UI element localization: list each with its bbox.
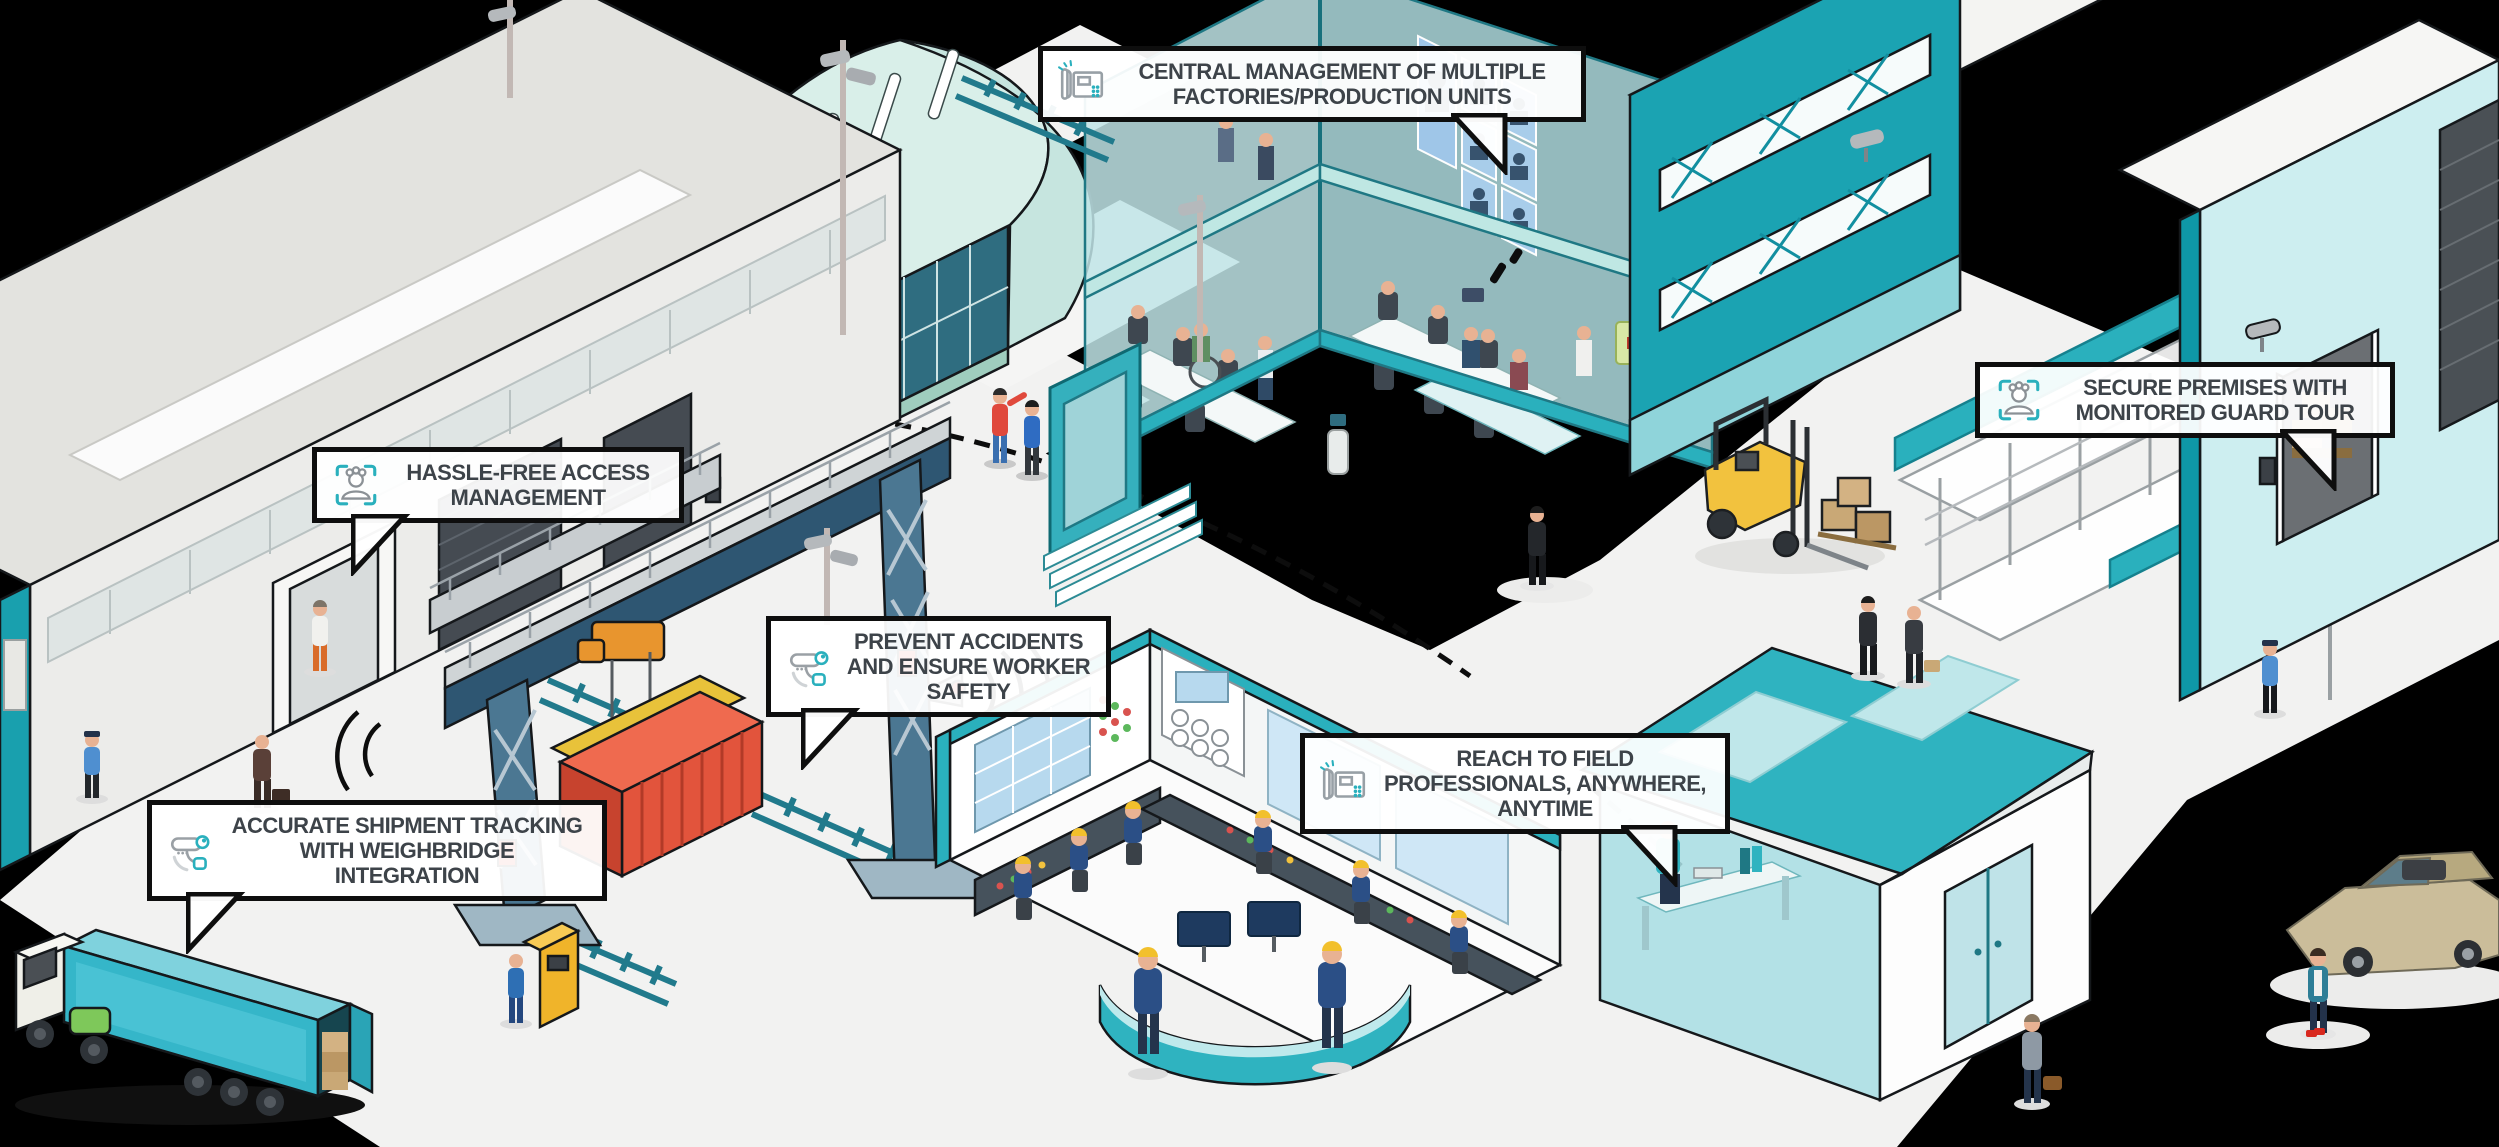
person-gray-suit xyxy=(2014,1014,2062,1110)
callout-central-management: CENTRAL MANAGEMENT OF MULTIPLE FACTORIES… xyxy=(1038,46,1586,176)
person-guard-left xyxy=(76,731,108,804)
standing-supervisors xyxy=(1128,941,1352,1080)
cctv-pole xyxy=(487,0,517,98)
car xyxy=(2285,850,2499,977)
callout-accurate-shipment-tracking: ACCURATE SHIPMENT TRACKING WITH WEIGHBRI… xyxy=(147,800,607,955)
callout-reach-field-professionals: REACH TO FIELD PROFESSIONALS, ANYWHERE, … xyxy=(1300,733,1730,888)
cctv-pole xyxy=(820,40,876,335)
callout-text: HASSLE-FREE ACCESS MANAGEMENT xyxy=(406,460,650,511)
callout-text: REACH TO FIELD PROFESSIONALS, ANYWHERE, … xyxy=(1383,746,1707,822)
office-entrance xyxy=(1043,341,1203,608)
telepresence-robot xyxy=(1327,414,1349,475)
control-room-operators xyxy=(1014,801,1468,974)
person-businessman-pair-2 xyxy=(1897,606,1940,689)
forklift xyxy=(1695,396,1897,574)
desk-phone-icon xyxy=(1319,759,1369,809)
cctv-camera-icon xyxy=(785,642,835,692)
shipping-container xyxy=(557,690,765,879)
cctv-pole xyxy=(803,528,858,625)
person-visitor-at-door xyxy=(304,600,336,677)
person-red-shirt xyxy=(984,388,1027,469)
callout-prevent-accidents: PREVENT ACCIDENTS AND ENSURE WORKER SAFE… xyxy=(766,616,1111,771)
field-office-door xyxy=(1943,842,2034,1051)
face-scan-icon xyxy=(1994,375,2044,425)
person-businessman-pair-1 xyxy=(1851,596,1885,681)
center-desk-monitors xyxy=(1177,901,1301,962)
callout-text: CENTRAL MANAGEMENT OF MULTIPLE FACTORIES… xyxy=(1138,59,1546,110)
wall-cctv-camera xyxy=(2245,318,2281,352)
weighbridge-kiosk xyxy=(521,921,581,1030)
callout-secure-premises: SECURE PREMISES WITH MONITORED GUARD TOU… xyxy=(1975,362,2395,492)
person-blue-shirt xyxy=(1016,400,1048,481)
person-weighbridge-worker xyxy=(500,954,532,1029)
face-scan-icon xyxy=(331,460,381,510)
wall-cctv-camera xyxy=(1850,129,1884,162)
callout-text: SECURE PREMISES WITH MONITORED GUARD TOU… xyxy=(2075,375,2355,426)
people xyxy=(76,388,2336,1110)
callout-text: ACCURATE SHIPMENT TRACKING WITH WEIGHBRI… xyxy=(231,813,583,889)
cctv-poles xyxy=(487,0,1884,625)
right-factory xyxy=(1627,0,2103,478)
cctv-pole xyxy=(1177,195,1207,362)
person-guard-right xyxy=(2254,640,2286,719)
callout-hassle-free-access: HASSLE-FREE ACCESS MANAGEMENT xyxy=(312,447,684,577)
callout-text: PREVENT ACCIDENTS AND ENSURE WORKER SAFE… xyxy=(846,629,1091,705)
truck xyxy=(12,928,374,1125)
access-reader xyxy=(2258,456,2277,486)
truck-cab xyxy=(12,932,112,1036)
cctv-camera-icon xyxy=(166,826,216,876)
pallet-boxes xyxy=(1817,476,1897,551)
desk-phone-icon xyxy=(1057,59,1107,109)
person-suit-center xyxy=(1520,506,1554,591)
person-phone-teal-jacket xyxy=(2300,948,2336,1040)
